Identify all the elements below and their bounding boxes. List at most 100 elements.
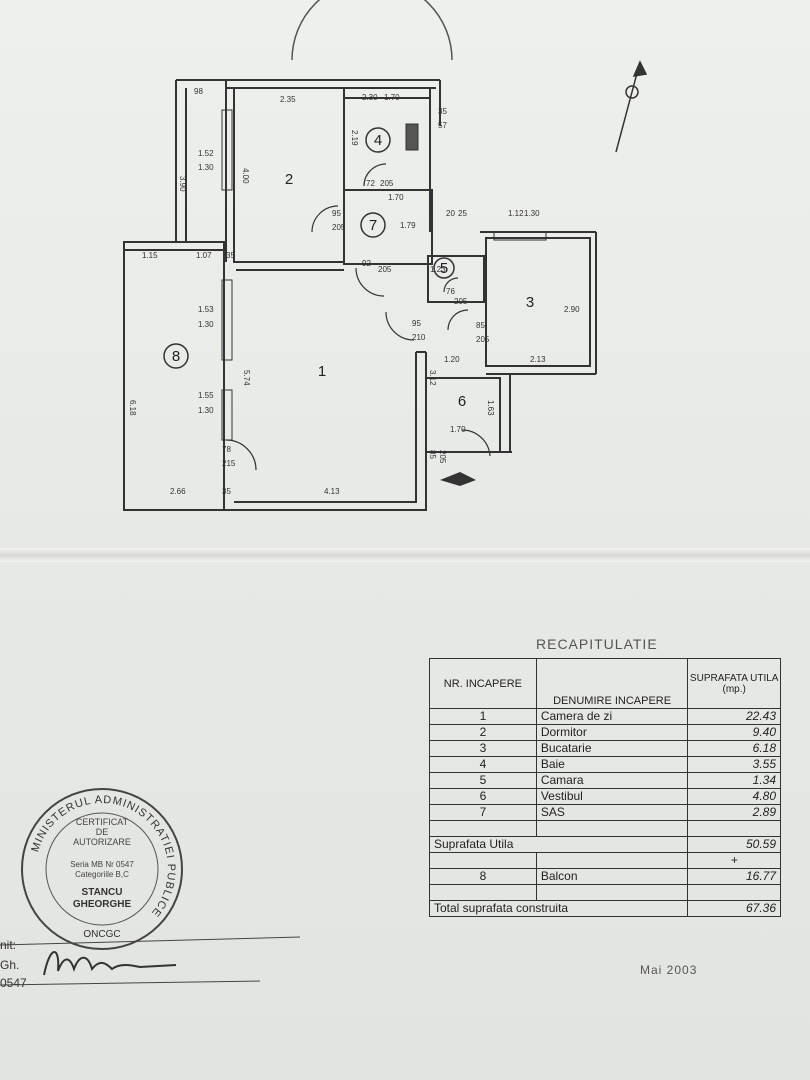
room-number-3: 3 bbox=[526, 294, 534, 311]
svg-text:35: 35 bbox=[222, 487, 231, 496]
svg-text:25: 25 bbox=[458, 209, 467, 218]
floor-plan: 1 2 3 4 5 6 7 8 98 2.35 2.30 1.70 35 57 … bbox=[123, 0, 648, 511]
svg-text:76: 76 bbox=[446, 287, 455, 296]
svg-text:92: 92 bbox=[362, 259, 371, 268]
top-stamp-arc bbox=[291, 0, 453, 61]
svg-text:95: 95 bbox=[332, 209, 341, 218]
room-number-5: 5 bbox=[440, 260, 448, 277]
svg-text:35: 35 bbox=[226, 251, 235, 260]
stamp-name2: GHEORGHE bbox=[73, 899, 132, 910]
stamp-line3: AUTORIZARE bbox=[73, 837, 131, 847]
header-nr: NR. INCAPERE bbox=[429, 658, 537, 709]
svg-text:1.70: 1.70 bbox=[384, 93, 400, 102]
side-text-b: Gh. bbox=[0, 958, 20, 972]
svg-text:4.13: 4.13 bbox=[324, 487, 340, 496]
svg-text:1.15: 1.15 bbox=[142, 251, 158, 260]
svg-text:1.12: 1.12 bbox=[508, 209, 524, 218]
room-number-8: 8 bbox=[172, 348, 180, 365]
room-number-4: 4 bbox=[374, 132, 382, 149]
svg-text:57: 57 bbox=[438, 121, 447, 130]
svg-text:205: 205 bbox=[454, 297, 468, 306]
svg-text:78: 78 bbox=[222, 445, 231, 454]
svg-text:85: 85 bbox=[476, 321, 485, 330]
room-number-6: 6 bbox=[458, 393, 466, 410]
side-text-a: nit: bbox=[0, 938, 17, 952]
svg-text:2.90: 2.90 bbox=[564, 305, 580, 314]
table-row: 7 SAS 2.89 bbox=[429, 804, 781, 821]
table-row: 5 Camara 1.34 bbox=[429, 772, 781, 789]
stamp-line5: Categoriile B,C bbox=[75, 870, 129, 879]
plus-row: + bbox=[429, 852, 781, 869]
svg-text:20: 20 bbox=[446, 209, 455, 218]
recap-title: RECAPITULATIE bbox=[536, 636, 658, 652]
svg-text:1.30: 1.30 bbox=[198, 163, 214, 172]
svg-text:1.52: 1.52 bbox=[198, 149, 214, 158]
svg-text:1.30: 1.30 bbox=[524, 209, 540, 218]
signature bbox=[0, 936, 300, 986]
authorization-stamp: MINISTERUL ADMINISTRATIEI PUBLICE CERTIF… bbox=[21, 788, 183, 950]
svg-text:3.12: 3.12 bbox=[428, 370, 437, 386]
door-swings bbox=[225, 163, 491, 471]
header-name: DENUMIRE INCAPERE bbox=[535, 658, 689, 709]
table-row: 4 Baie 3.55 bbox=[429, 756, 781, 773]
side-text-c: 0547 bbox=[0, 976, 27, 990]
svg-text:95: 95 bbox=[412, 319, 421, 328]
svg-text:1.20: 1.20 bbox=[444, 355, 460, 364]
stamp-bottom: ONCGC bbox=[83, 929, 120, 940]
dimension-labels: 98 2.35 2.30 1.70 35 57 1.52 1.30 3.90 4… bbox=[128, 87, 580, 496]
svg-text:210: 210 bbox=[412, 333, 426, 342]
table-row: 1 Camera de zi 22.43 bbox=[429, 708, 781, 725]
svg-text:205: 205 bbox=[476, 335, 490, 344]
svg-text:1.30: 1.30 bbox=[198, 320, 214, 329]
svg-text:72: 72 bbox=[366, 179, 375, 188]
svg-text:1.23: 1.23 bbox=[430, 265, 446, 274]
table-row-spacer bbox=[429, 884, 781, 901]
header-area: SUPRAFATA UTILA (mp.) bbox=[687, 658, 781, 709]
north-arrow-icon bbox=[615, 60, 648, 153]
svg-text:205: 205 bbox=[380, 179, 394, 188]
room-number-7: 7 bbox=[369, 217, 377, 234]
stamp-line1: CERTIFICAT bbox=[76, 817, 129, 827]
recap-table: NR. INCAPERE DENUMIRE INCAPERE SUPRAFATA… bbox=[428, 658, 781, 917]
entrance-arrow-icon bbox=[440, 472, 476, 486]
svg-text:35: 35 bbox=[438, 107, 447, 116]
table-row: 2 Dormitor 9.40 bbox=[429, 724, 781, 741]
svg-text:6.18: 6.18 bbox=[128, 400, 137, 416]
useful-area-row: Suprafata Utila 50.59 bbox=[428, 836, 781, 853]
table-row: 3 Bucatarie 6.18 bbox=[429, 740, 781, 757]
windows bbox=[221, 109, 547, 441]
svg-text:1.70: 1.70 bbox=[450, 425, 466, 434]
svg-text:98: 98 bbox=[194, 87, 203, 96]
svg-text:1.55: 1.55 bbox=[198, 391, 214, 400]
stamp-line4: Seria MB Nr 0547 bbox=[70, 860, 134, 869]
stamp-name1: STANCU bbox=[82, 887, 123, 898]
total-row: Total suprafata construita 67.36 bbox=[428, 900, 781, 917]
paper-fold bbox=[0, 548, 810, 562]
svg-text:2.19: 2.19 bbox=[350, 130, 359, 146]
table-row-spacer bbox=[429, 820, 781, 837]
room-numbers: 1 2 3 4 5 6 7 8 bbox=[163, 127, 534, 410]
svg-text:2.30: 2.30 bbox=[362, 93, 378, 102]
svg-text:205: 205 bbox=[378, 265, 392, 274]
room-number-2: 2 bbox=[285, 171, 293, 188]
svg-text:205: 205 bbox=[332, 223, 346, 232]
room-number-1: 1 bbox=[318, 363, 326, 380]
svg-text:2.13: 2.13 bbox=[530, 355, 546, 364]
svg-text:4.00: 4.00 bbox=[241, 168, 250, 184]
balcony-row: 8 Balcon 16.77 bbox=[429, 868, 781, 885]
svg-text:1.53: 1.53 bbox=[198, 305, 214, 314]
svg-text:5.74: 5.74 bbox=[242, 370, 251, 386]
svg-text:1.70: 1.70 bbox=[388, 193, 404, 202]
document-date: Mai 2003 bbox=[640, 963, 698, 977]
svg-text:1.07: 1.07 bbox=[196, 251, 212, 260]
svg-text:2.66: 2.66 bbox=[170, 487, 186, 496]
stamp-line2: DE bbox=[96, 827, 109, 837]
table-row: 6 Vestibul 4.80 bbox=[429, 788, 781, 805]
recap-header-row: NR. INCAPERE DENUMIRE INCAPERE SUPRAFATA… bbox=[429, 658, 781, 709]
walls bbox=[123, 79, 597, 511]
svg-text:1.79: 1.79 bbox=[400, 221, 416, 230]
svg-text:3.90: 3.90 bbox=[178, 176, 187, 192]
svg-text:1.30: 1.30 bbox=[198, 406, 214, 415]
svg-text:205: 205 bbox=[438, 450, 447, 464]
svg-text:85: 85 bbox=[428, 450, 437, 459]
